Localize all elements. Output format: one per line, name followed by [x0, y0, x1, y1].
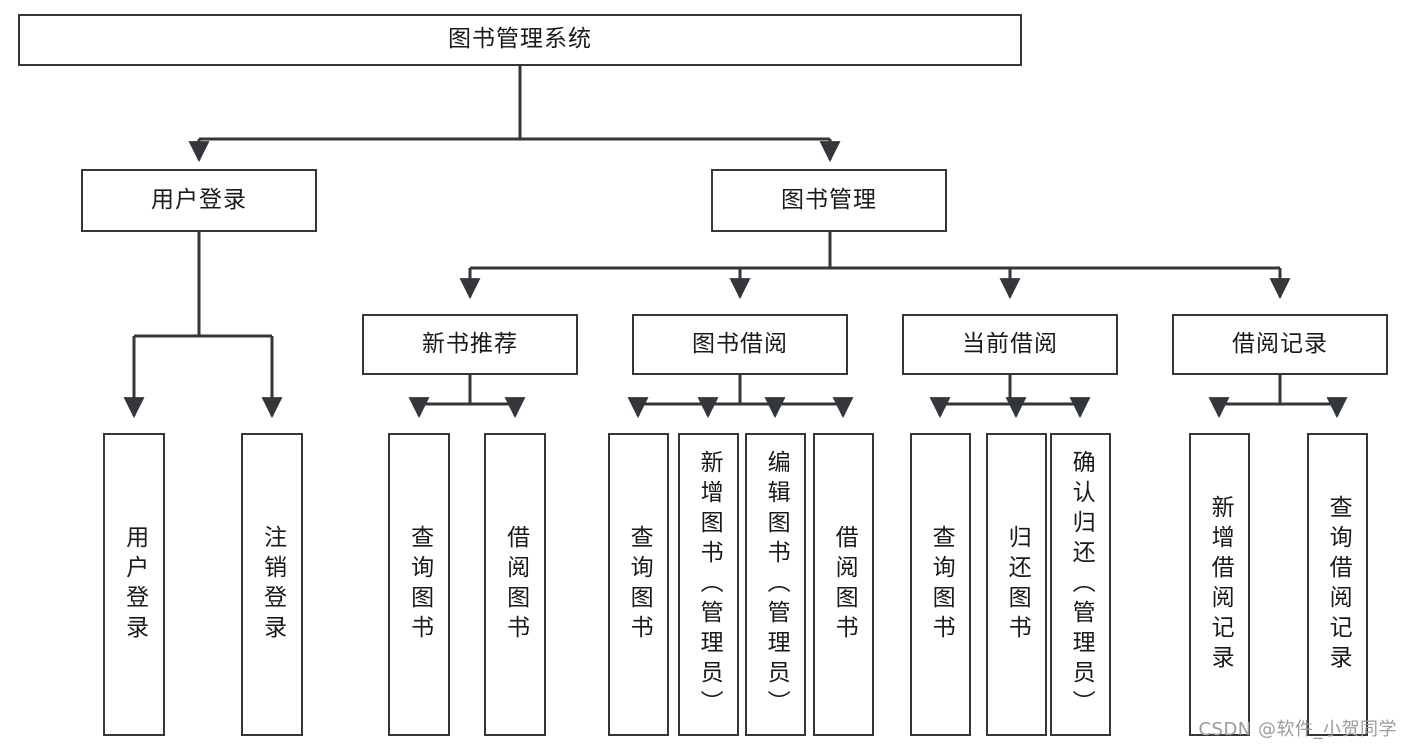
leaf-confirm-return-admin-label: 确认归还（管理员） — [1068, 449, 1095, 720]
node-current-borrow-label: 当前借阅 — [962, 330, 1058, 357]
leaf-return-book-label: 归还图书 — [1004, 524, 1031, 645]
leaf-query-book-recommend-label: 查询图书 — [406, 524, 433, 645]
leaf-add-book-admin-label: 新增图书（管理员） — [696, 449, 723, 720]
leaf-logout-label: 注销登录 — [259, 524, 286, 645]
node-borrow-record-label: 借阅记录 — [1232, 330, 1328, 357]
leaf-query-borrow-record-label: 查询借阅记录 — [1325, 494, 1352, 675]
leaf-logout[interactable]: 注销登录 — [241, 433, 303, 736]
node-root-label: 图书管理系统 — [448, 26, 592, 53]
leaf-confirm-return-admin[interactable]: 确认归还（管理员） — [1050, 433, 1111, 736]
node-book-management[interactable]: 图书管理 — [711, 169, 947, 232]
leaf-user-login[interactable]: 用户登录 — [103, 433, 165, 736]
leaf-query-book-borrow[interactable]: 查询图书 — [608, 433, 669, 736]
leaf-query-borrow-record[interactable]: 查询借阅记录 — [1307, 433, 1368, 736]
leaf-borrow-book-recommend[interactable]: 借阅图书 — [484, 433, 546, 736]
node-book-borrow-label: 图书借阅 — [692, 330, 788, 357]
leaf-add-book-admin[interactable]: 新增图书（管理员） — [678, 433, 739, 736]
node-user-login[interactable]: 用户登录 — [81, 169, 317, 232]
leaf-borrow-book-recommend-label: 借阅图书 — [502, 524, 529, 645]
node-book-borrow[interactable]: 图书借阅 — [632, 314, 848, 375]
leaf-borrow-book[interactable]: 借阅图书 — [813, 433, 874, 736]
node-new-book-recommend-label: 新书推荐 — [422, 330, 518, 357]
leaf-query-book-current-label: 查询图书 — [928, 524, 955, 645]
leaf-add-borrow-record-label: 新增借阅记录 — [1207, 494, 1234, 675]
csdn-watermark: CSDN @软件_小贺同学 — [1198, 719, 1397, 740]
leaf-return-book[interactable]: 归还图书 — [986, 433, 1047, 736]
node-user-login-label: 用户登录 — [151, 186, 247, 213]
node-borrow-record[interactable]: 借阅记录 — [1172, 314, 1388, 375]
leaf-query-book-current[interactable]: 查询图书 — [910, 433, 971, 736]
node-new-book-recommend[interactable]: 新书推荐 — [362, 314, 578, 375]
leaf-borrow-book-label: 借阅图书 — [831, 524, 858, 645]
leaf-add-borrow-record[interactable]: 新增借阅记录 — [1189, 433, 1250, 736]
leaf-query-book-borrow-label: 查询图书 — [626, 524, 653, 645]
leaf-user-login-label: 用户登录 — [121, 524, 148, 645]
leaf-query-book-recommend[interactable]: 查询图书 — [388, 433, 450, 736]
leaf-edit-book-admin[interactable]: 编辑图书（管理员） — [745, 433, 806, 736]
leaf-edit-book-admin-label: 编辑图书（管理员） — [763, 449, 790, 720]
node-root[interactable]: 图书管理系统 — [18, 14, 1022, 66]
node-current-borrow[interactable]: 当前借阅 — [902, 314, 1118, 375]
node-book-management-label: 图书管理 — [781, 186, 877, 213]
